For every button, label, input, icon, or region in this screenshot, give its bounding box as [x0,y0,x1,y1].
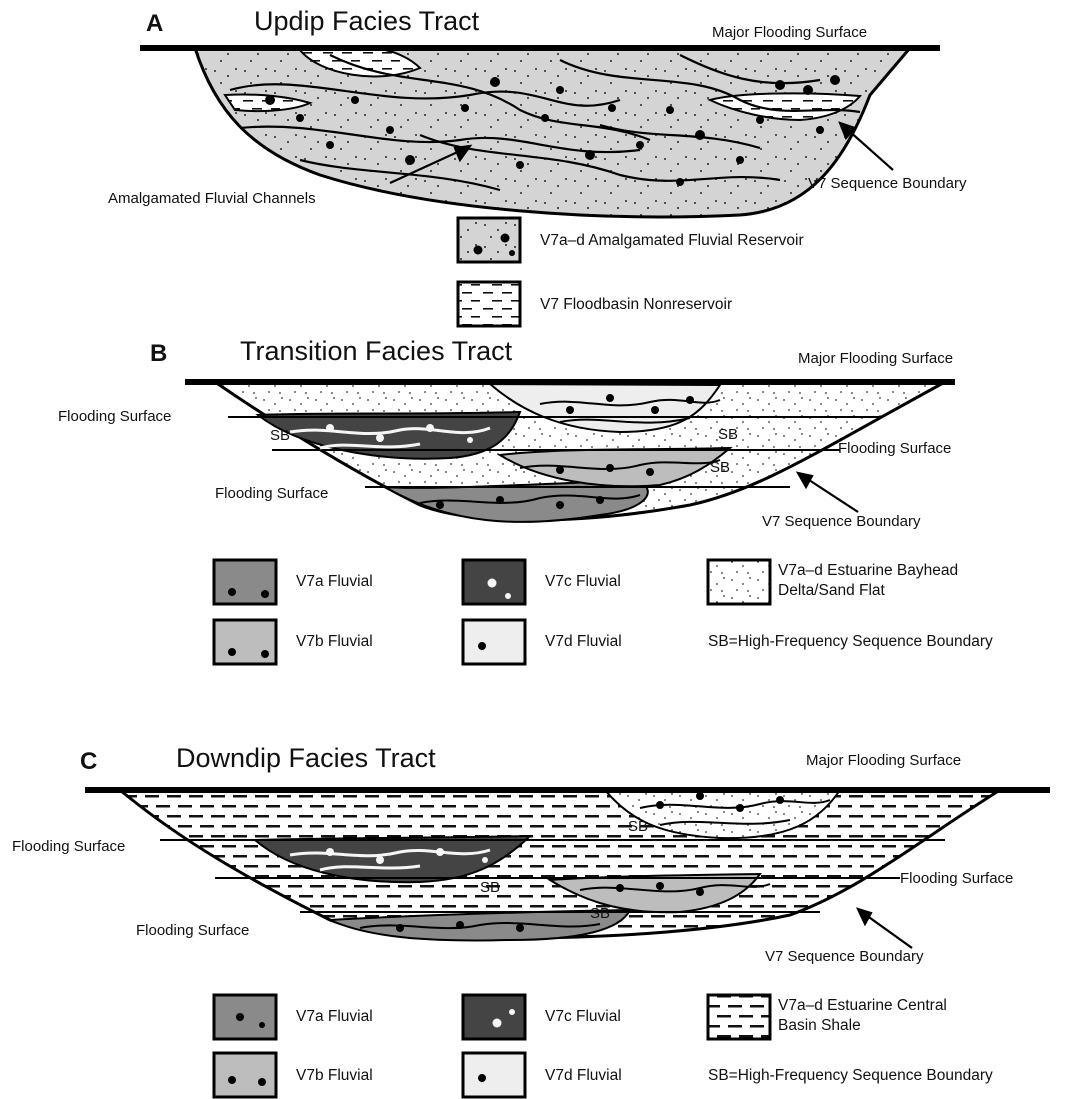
legend-b-v7c-label: V7c Fluvial [545,573,621,590]
panel-b-letter: B [150,340,168,367]
legend-c-v7b-label: V7b Fluvial [296,1067,373,1084]
panel-c-section [85,787,1050,1099]
legend-c-sb-label: SB=High-Frequency Sequence Boundary [708,1067,993,1084]
legend-b-v7a-label: V7a Fluvial [296,573,373,590]
panel-c-letter: C [80,748,98,775]
panel-b-sb-1: SB [270,427,291,444]
legend-c-shale-label-2: Basin Shale [778,1017,861,1034]
panel-a-gravel [265,75,840,186]
panel-c-gravel [396,792,784,932]
panel-a-channels-label: Amalgamated Fluvial Channels [108,190,316,207]
legend-c-v7c-swatch [461,993,527,1041]
legend-b-sb-label: SB=High-Frequency Sequence Boundary [708,633,993,650]
panel-b-flooding-left-lower: Flooding Surface [215,485,329,502]
panel-c-arrows [855,907,913,949]
panel-b-boundary-label: V7 Sequence Boundary [762,513,921,530]
panel-b-section [185,379,955,666]
panel-b-scours [419,398,721,504]
panel-a-floodbasin-right [707,92,863,122]
panel-a-major-flooding-label: Major Flooding Surface [712,24,868,41]
legend-b-v7d-swatch [461,618,527,666]
panel-c-sb-1: SB [628,818,649,835]
legend-c-v7a-label: V7a Fluvial [296,1008,373,1025]
legend-a-reservoir-label: V7a–d Amalgamated Fluvial Reservoir [540,232,804,249]
panel-c-v7c-white-scours [289,848,491,872]
panel-a-boundary-label: V7 Sequence Boundary [808,175,967,192]
panel-a-title: Updip Facies Tract [254,6,480,36]
panel-c-flooding-left-lower: Flooding Surface [136,922,250,939]
panel-b-gravel [436,394,694,509]
panel-a-channel-fill [192,46,914,219]
panel-a-floodbasin-left [297,49,422,78]
panel-b-flooding-left-upper: Flooding Surface [58,408,172,425]
panel-b-major-flooding-label: Major Flooding Surface [798,350,954,367]
legend-c-v7c-label: V7c Fluvial [545,1008,621,1025]
legend-c-v7a-swatch [212,993,278,1041]
panel-c-flooding-right: Flooding Surface [900,870,1014,887]
legend-b-sand-label-1: V7a–d Estuarine Bayhead [778,562,959,579]
panel-c-major-flooding-label: Major Flooding Surface [806,752,962,769]
legend-c-v7d-label: V7d Fluvial [545,1067,622,1084]
panel-b-v7d-body [487,382,722,434]
panel-b-v7c-white-dots [326,424,473,443]
legend-b-sand-swatch [706,558,772,606]
panel-a-section [140,45,940,328]
panel-a-arrows [389,121,894,184]
panel-b-arrows [795,471,859,513]
legend-c-v7b-swatch [212,1051,278,1099]
legend-b-sand-label-2: Delta/Sand Flat [778,582,885,599]
panel-c-flooding-left-upper: Flooding Surface [12,838,126,855]
legend-c-shale-label-1: V7a–d Estuarine Central [778,997,947,1014]
legend-a-floodbasin-swatch [456,280,522,328]
legend-b-v7d-label: V7d Fluvial [545,633,622,650]
panel-c-sb-2: SB [480,879,501,896]
panel-c-title: Downdip Facies Tract [176,743,436,773]
panel-b-v7c-white-scours [289,426,491,450]
panel-b-title: Transition Facies Tract [240,336,513,366]
panel-c-sb-3: SB [590,905,611,922]
legend-a-floodbasin-label: V7 Floodbasin Nonreservoir [540,296,733,313]
panel-b-sb-2: SB [718,426,739,443]
legend-c-v7d-swatch [461,1051,527,1099]
panel-b-sb-3: SB [710,459,731,476]
panel-b-flooding-right: Flooding Surface [838,440,952,457]
legend-b-v7b-label: V7b Fluvial [296,633,373,650]
panel-a-channel-scours [229,54,861,192]
panel-c-v7b-body [546,872,762,914]
legend-c-shale-swatch [706,993,772,1041]
panel-c-boundary-label: V7 Sequence Boundary [765,948,924,965]
panel-b-v7c-body [255,410,522,460]
panel-c-v7c-body [252,834,533,884]
panel-a-letter: A [146,10,164,37]
panel-c-v7c-white-dots [326,848,488,864]
panel-c-scours [359,799,831,930]
